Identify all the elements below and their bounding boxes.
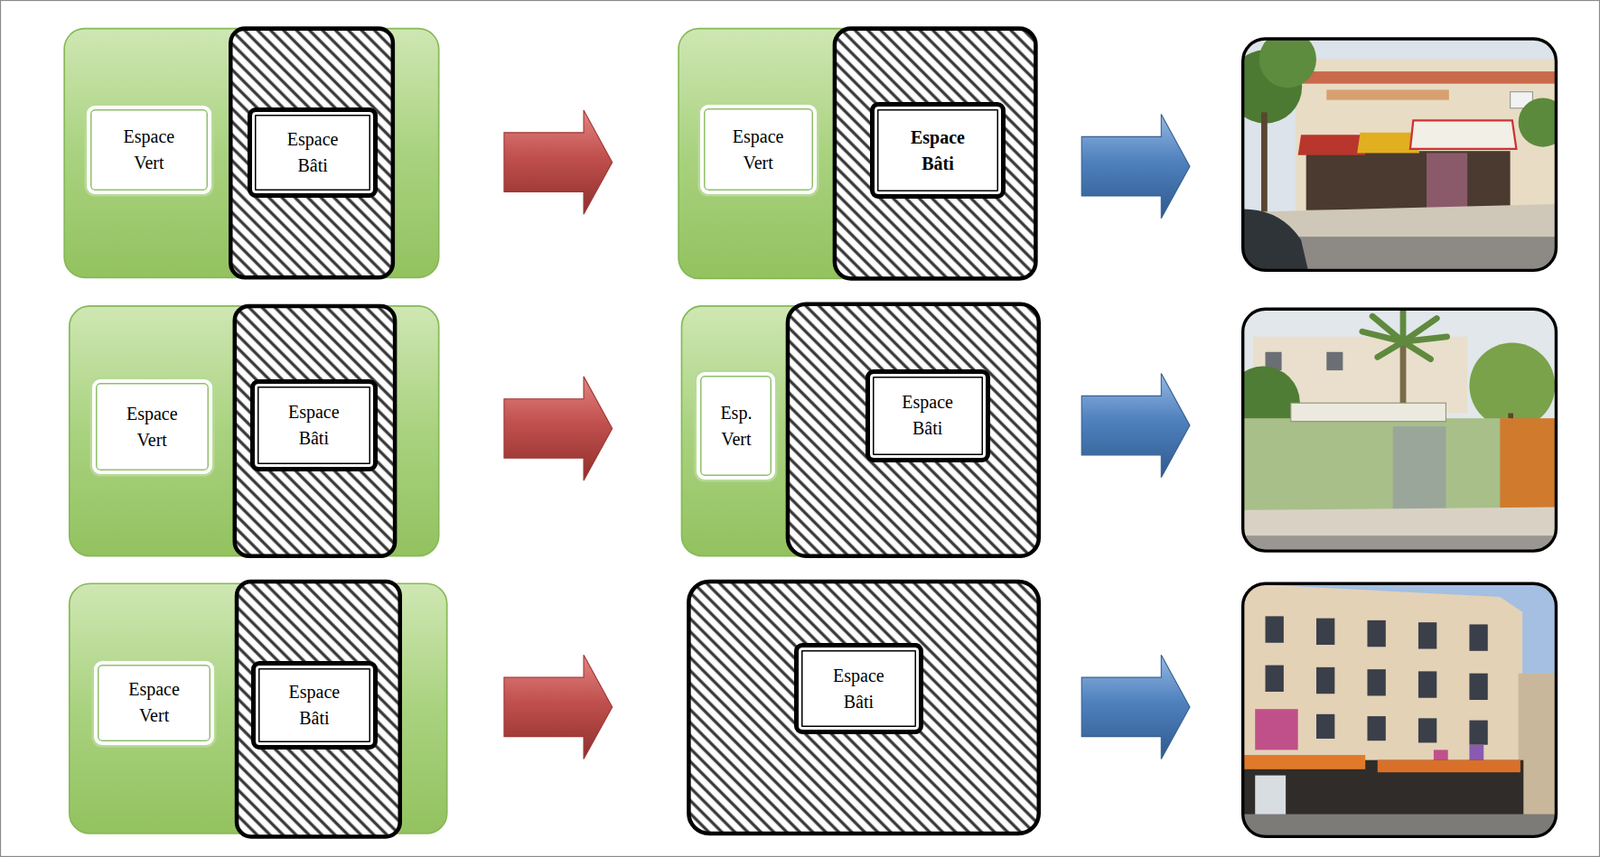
espace-vert-box: Espace Vert <box>700 104 817 194</box>
photo-sign <box>1326 89 1450 100</box>
espace-vert-box: Esp. Vert <box>696 372 776 480</box>
photo-building <box>1295 59 1556 213</box>
photo-sky <box>1243 583 1557 837</box>
espace-bati-box: Espace Bâti <box>794 643 924 736</box>
blue-arrow <box>1081 114 1190 219</box>
photo-frame <box>1243 583 1557 837</box>
photo-shutter <box>1393 426 1447 511</box>
espace-vert-box: Espace Vert <box>92 379 213 475</box>
espace-bati-box: Espace Bâti <box>251 661 378 750</box>
photo-clothes <box>1426 152 1468 209</box>
photo-road <box>1243 535 1557 552</box>
box-label: Espace Bâti <box>287 126 339 179</box>
hatched-zone <box>230 28 393 279</box>
hatched-zone <box>234 306 395 557</box>
photo-shopfront <box>1306 150 1511 211</box>
photo-awning <box>1410 120 1516 150</box>
photo-cornice <box>1295 71 1556 85</box>
box-label: Espace Vert <box>128 676 180 730</box>
espace-bati-box: Espace Bâti <box>870 102 1005 199</box>
hatched-zone <box>787 304 1039 557</box>
photo-awning <box>1291 402 1447 422</box>
box-label: Espace Bâti <box>288 399 340 452</box>
photo-trunk <box>1261 112 1268 215</box>
photo-palm-fronds <box>1362 311 1448 360</box>
blue-arrow <box>1081 654 1190 759</box>
photo-door <box>1254 776 1286 817</box>
hatched-zone <box>688 581 1039 834</box>
photo-building <box>1518 673 1557 817</box>
hatched-zone <box>834 28 1037 280</box>
box-label: Espace Vert <box>126 401 178 454</box>
green-zone <box>678 28 1036 280</box>
street-photo <box>1243 308 1557 552</box>
box-label: Espace Vert <box>123 123 176 177</box>
espace-bati-box: Espace Bâti <box>247 107 377 199</box>
photo-frame <box>1243 308 1557 552</box>
box-label: Espace Bâti <box>901 389 954 442</box>
photo-windows <box>1265 616 1488 745</box>
box-label: Espace Bâti <box>832 663 885 716</box>
red-arrow <box>504 110 613 215</box>
street-photo <box>1243 583 1557 837</box>
red-arrow <box>504 654 613 759</box>
espace-bati-box: Espace Bâti <box>865 369 991 463</box>
photo-vine <box>1518 97 1557 147</box>
espace-bati-box: Espace Bâti <box>250 379 378 472</box>
box-label: Espace Bâti <box>910 124 965 178</box>
espace-vert-box: Espace Vert <box>86 105 212 194</box>
photo-poster <box>1254 709 1298 750</box>
photo-window <box>1326 352 1343 371</box>
photo-road <box>1243 814 1557 838</box>
photo-sky <box>1243 308 1557 552</box>
box-label: Esp. Vert <box>720 400 752 453</box>
photo-green-wall <box>1243 418 1511 511</box>
photo-awning <box>1377 760 1521 774</box>
photo-tree <box>1259 38 1317 88</box>
photo-frame <box>1243 38 1557 271</box>
street-photo <box>1243 38 1557 271</box>
photo-awning <box>1298 134 1367 156</box>
photo-palm-trunk <box>1400 341 1407 408</box>
photo-gate <box>1499 418 1556 513</box>
photo-awning <box>1243 755 1367 770</box>
red-arrow <box>504 376 613 481</box>
green-zone <box>64 28 440 279</box>
green-zone <box>69 306 440 557</box>
photo-car <box>1243 209 1309 272</box>
blue-arrow <box>1081 373 1190 478</box>
box-label: Espace Bâti <box>289 679 341 732</box>
hatched-zone <box>236 581 401 837</box>
espace-vert-box: Espace Vert <box>93 661 215 746</box>
box-label: Espace Vert <box>732 123 785 177</box>
